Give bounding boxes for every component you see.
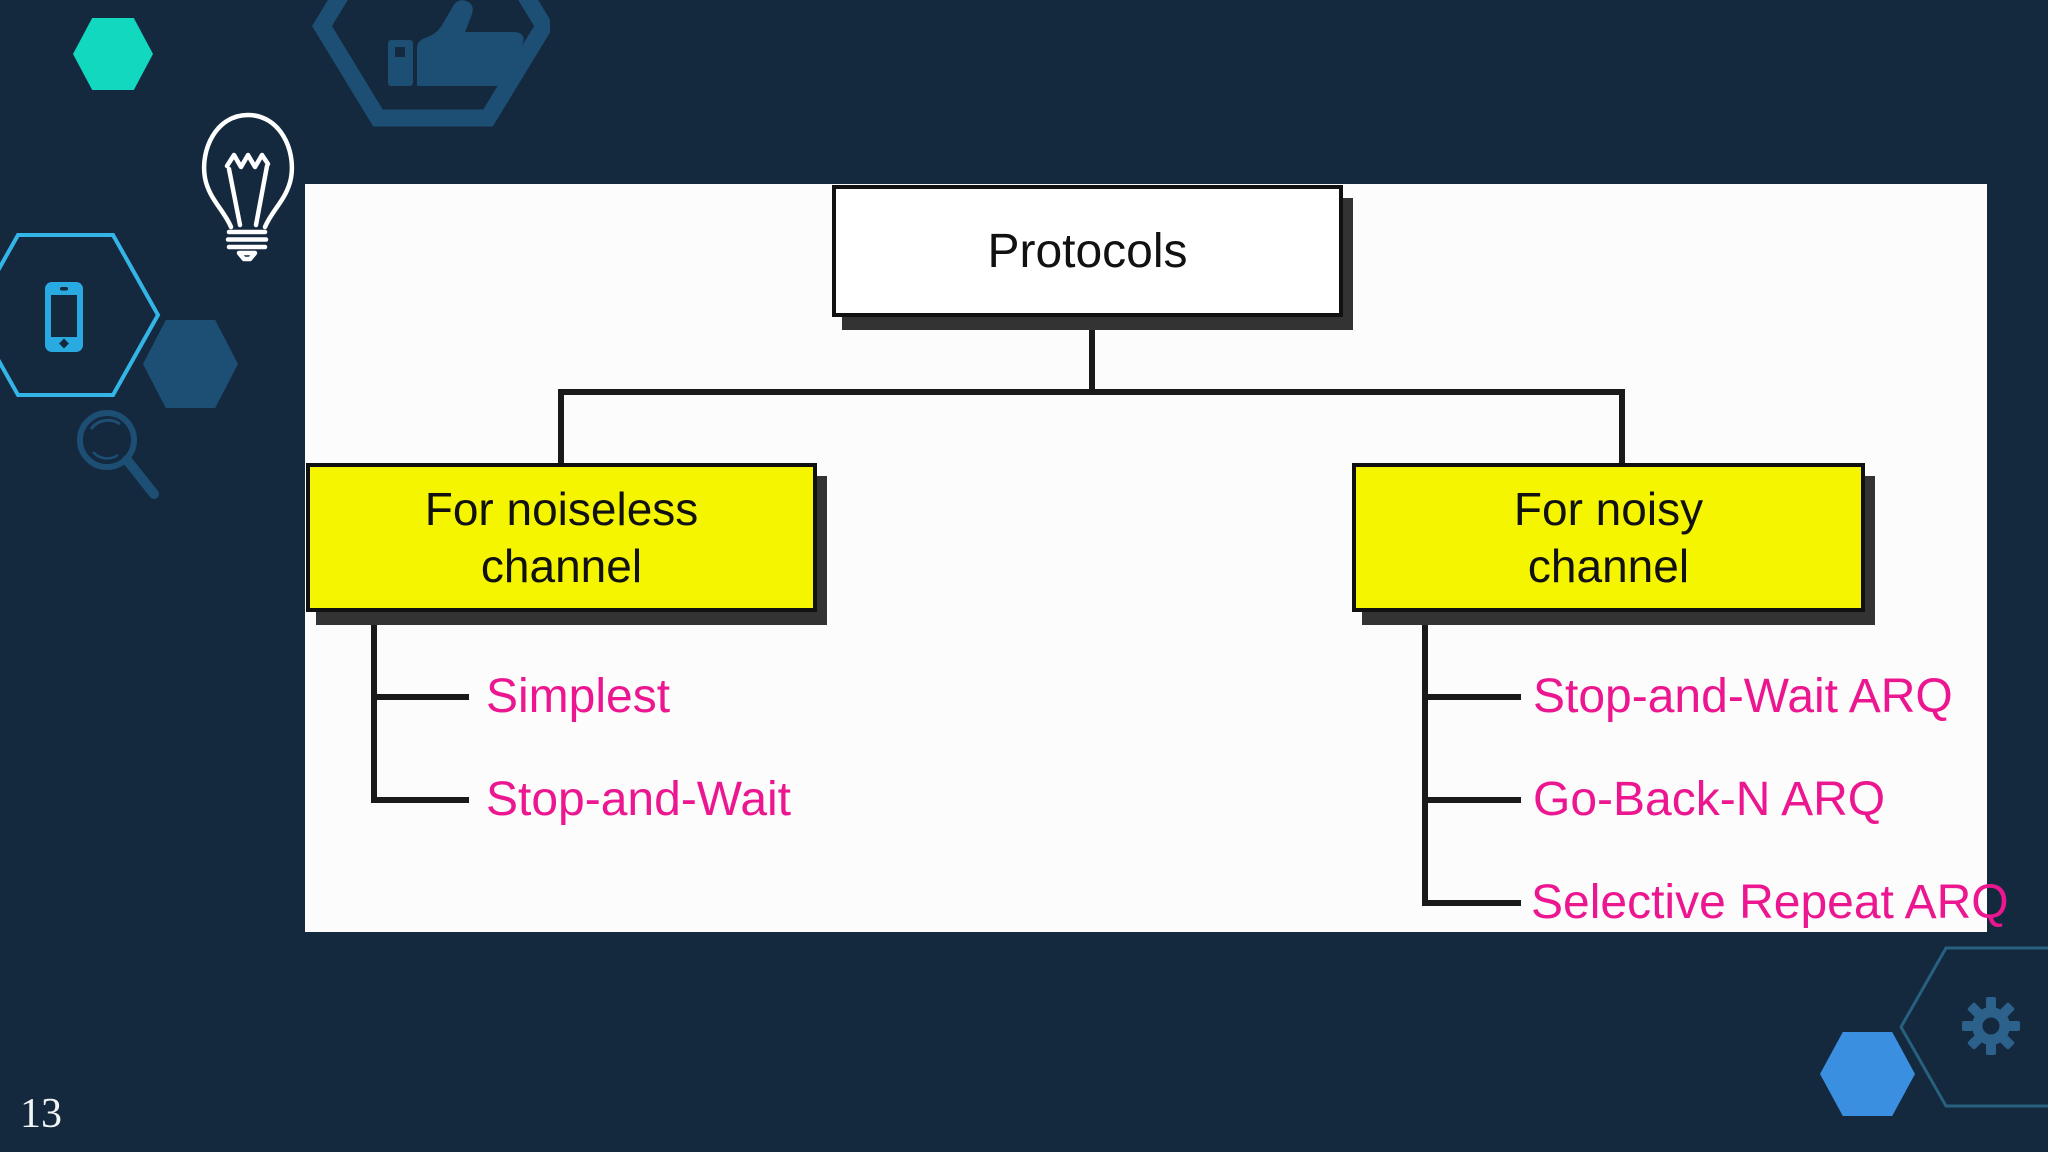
magnifier-icon <box>77 410 159 499</box>
right-branch-tick-2 <box>1425 797 1521 803</box>
connector-crossbar <box>558 389 1625 395</box>
smartphone-hexagon-icon <box>0 233 161 397</box>
leaf-label-go-back-n-arq: Go-Back-N ARQ <box>1533 773 1886 826</box>
blue-hexagon-icon <box>1820 1032 1915 1116</box>
cyan-hexagon-outline <box>0 233 161 397</box>
thumbs-up-hexagon-outline <box>312 0 550 127</box>
leaf-label-stop-and-wait-arq: Stop-and-Wait ARQ <box>1533 670 1953 723</box>
right-branch-tick-3 <box>1425 900 1521 906</box>
right-branch-tick-1 <box>1425 694 1521 700</box>
left-branch-tick-2 <box>374 797 469 803</box>
root-node-label: Protocols <box>987 224 1188 278</box>
page-number: 13 <box>20 1091 62 1137</box>
left-branch-trunk <box>371 609 377 803</box>
gear-icon <box>1962 997 2020 1055</box>
leaf-label-selective-repeat: Selective Repeat ARQ <box>1531 876 2009 929</box>
connector-right-drop <box>1619 392 1625 465</box>
dark-hexagon-icon <box>143 320 238 408</box>
teal-hexagon-icon <box>73 18 153 90</box>
root-node-protocols: Protocols <box>832 185 1343 317</box>
bottom-right-hexagon-outline <box>1899 946 2048 1108</box>
branch-node-noisy: For noisy channel <box>1352 463 1865 612</box>
thumbs-up-icon <box>312 0 550 127</box>
smartphone-icon <box>45 282 83 352</box>
branch-node-noiseless: For noiseless channel <box>306 463 817 612</box>
leaf-label-stop-and-wait: Stop-and-Wait <box>486 773 792 826</box>
leaf-label-simplest: Simplest <box>486 670 671 723</box>
connector-left-drop <box>558 392 564 465</box>
left-branch-tick-1 <box>374 694 469 700</box>
connector-root-drop <box>1089 314 1095 392</box>
branch-node-label: For noiseless channel <box>424 483 699 592</box>
lightbulb-icon <box>201 112 295 262</box>
branch-node-label: For noisy channel <box>1513 483 1704 592</box>
right-branch-trunk <box>1422 609 1428 906</box>
